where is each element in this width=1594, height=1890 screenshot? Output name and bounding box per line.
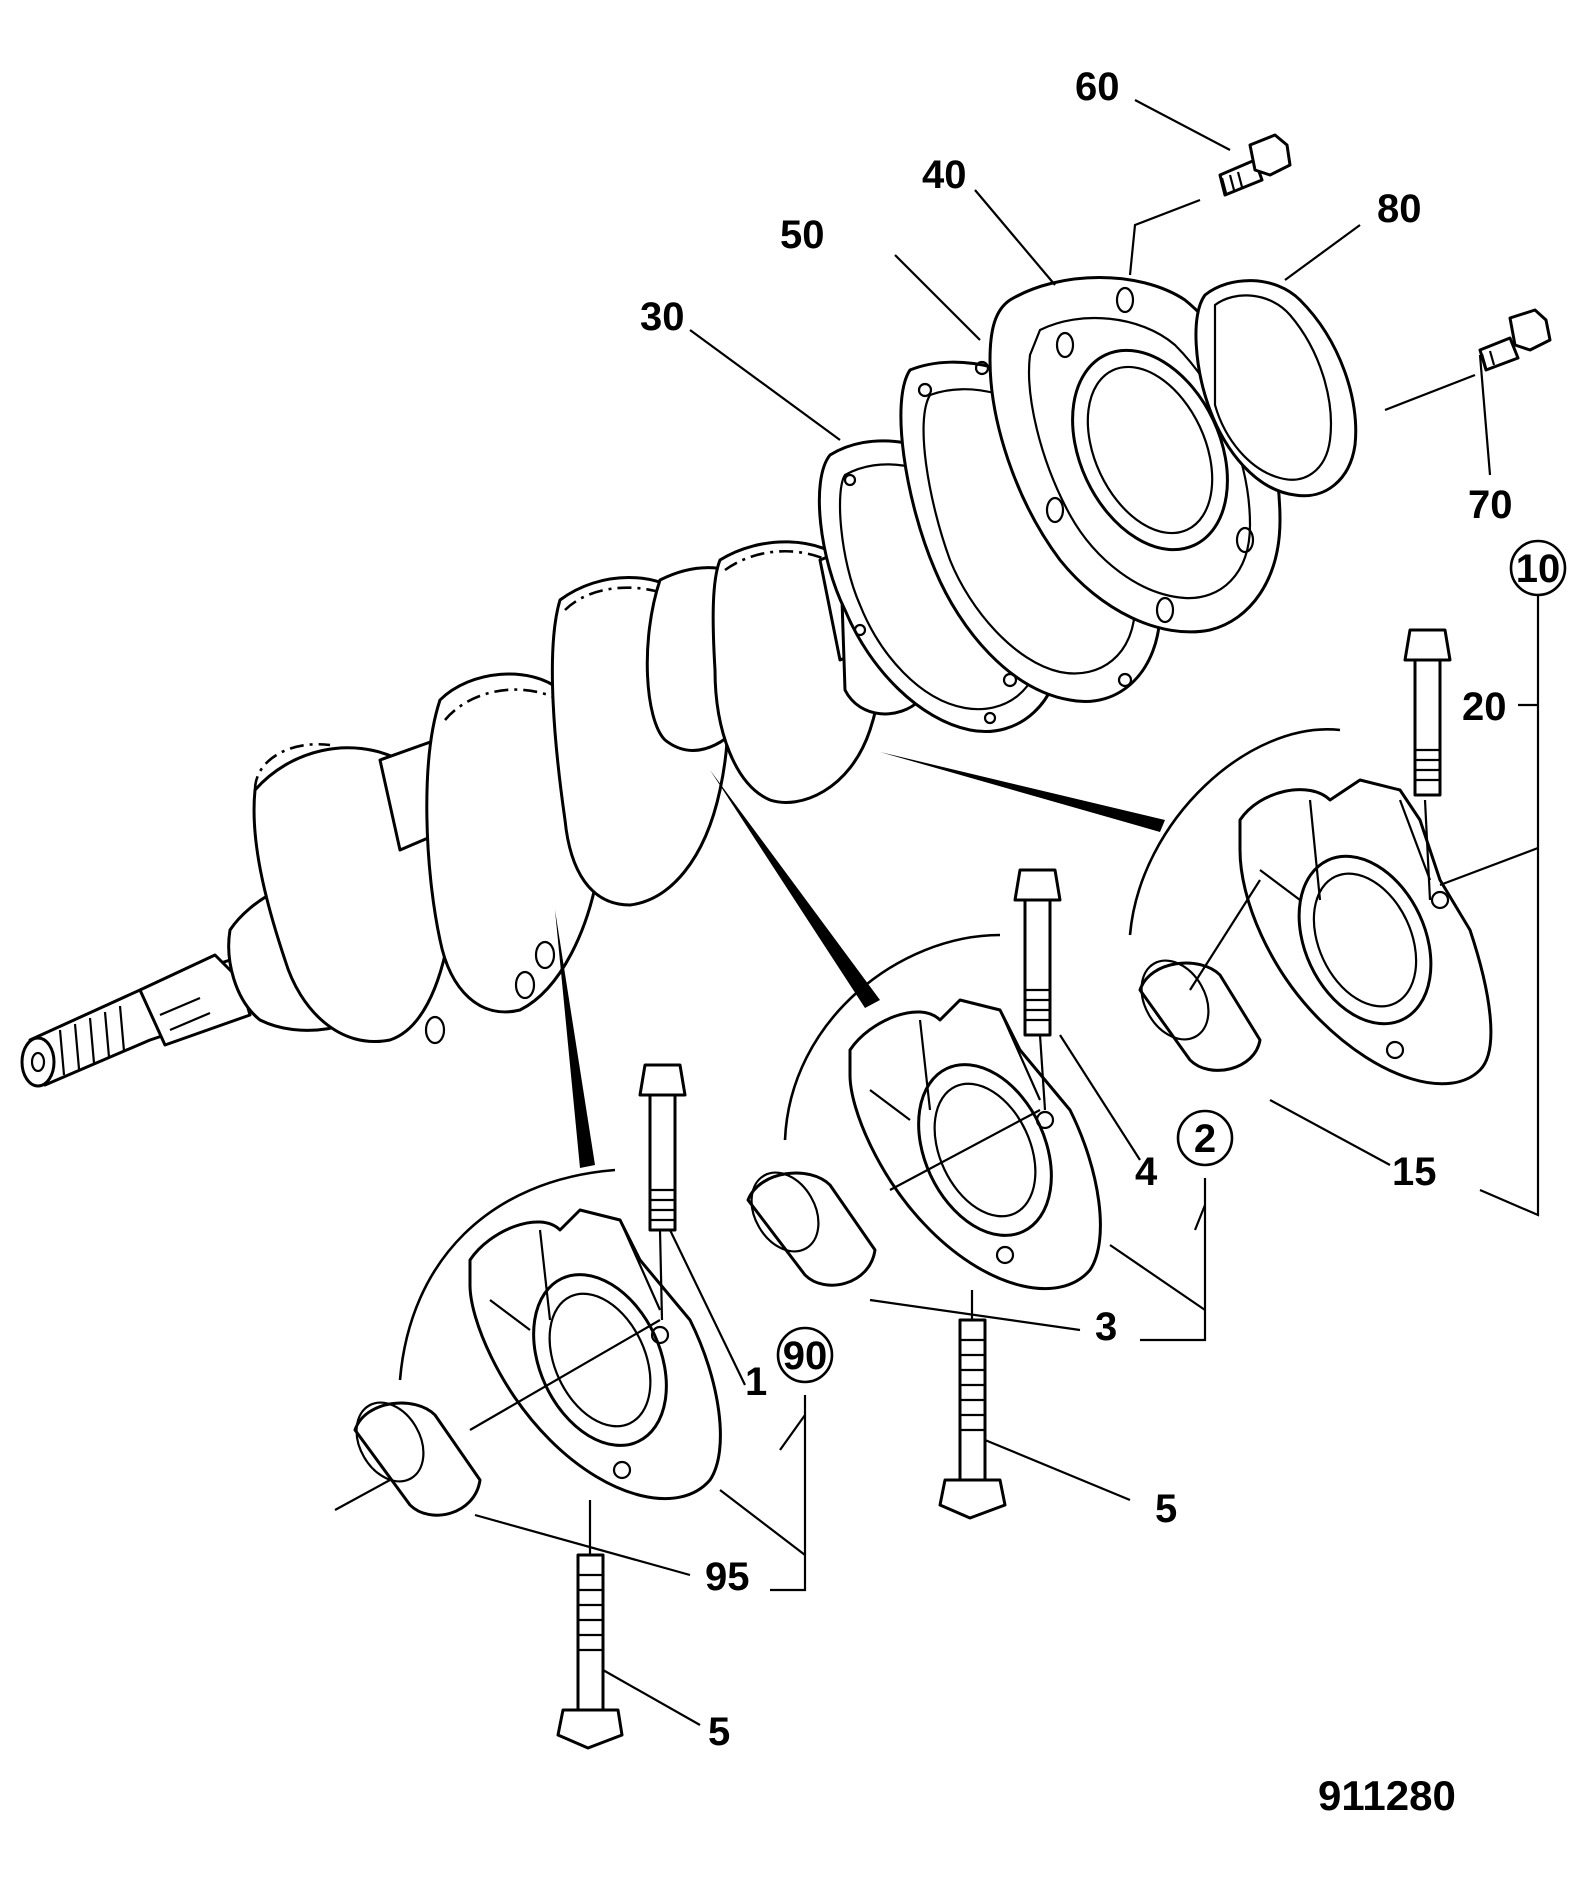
callout-60: 60 [1075, 65, 1120, 109]
bolt-1 [638, 1063, 687, 1232]
bearing-housing-10 [1238, 778, 1493, 1086]
part-70-bolt [1478, 308, 1552, 372]
drawing-number: 911280 [1318, 1772, 1456, 1819]
bolt-5-left [556, 1553, 624, 1750]
callout-30: 30 [640, 295, 685, 339]
bearing-shell-15 [1138, 959, 1262, 1072]
callout-3: 3 [1095, 1305, 1117, 1349]
callout-95: 95 [705, 1555, 750, 1599]
bearing-shell-3 [746, 1171, 877, 1287]
part-80-oil-seal [1194, 279, 1358, 498]
callout-15: 15 [1392, 1150, 1437, 1194]
callout-40: 40 [922, 153, 967, 197]
callout-50: 50 [780, 213, 825, 257]
crankshaft [20, 528, 922, 1088]
callout-20: 20 [1462, 685, 1507, 729]
detail-indicators [398, 728, 1341, 1381]
callout-90: 90 [783, 1334, 828, 1378]
leader-lines [474, 99, 1540, 1726]
callout-2: 2 [1194, 1117, 1216, 1161]
callout-1: 1 [745, 1360, 767, 1404]
bearing-shell-95 [353, 1401, 482, 1517]
bolt-4 [1013, 868, 1062, 1037]
callout-5-middle: 5 [1155, 1487, 1177, 1531]
ref-circle-2 [1176, 1109, 1234, 1167]
callout-70: 70 [1468, 483, 1513, 527]
callout-4: 4 [1135, 1150, 1158, 1194]
bolt-20 [1403, 628, 1452, 797]
bearing-housing-90 [468, 1208, 722, 1501]
assembly-lines [334, 198, 1476, 1555]
callout-80: 80 [1377, 187, 1422, 231]
bolt-5-middle [938, 1318, 1007, 1520]
callout-5-left: 5 [708, 1710, 730, 1754]
part-60-bolt [1218, 133, 1292, 197]
callout-10: 10 [1516, 547, 1561, 591]
ref-circle-10 [1509, 539, 1567, 597]
ref-circle-90 [776, 1326, 834, 1384]
